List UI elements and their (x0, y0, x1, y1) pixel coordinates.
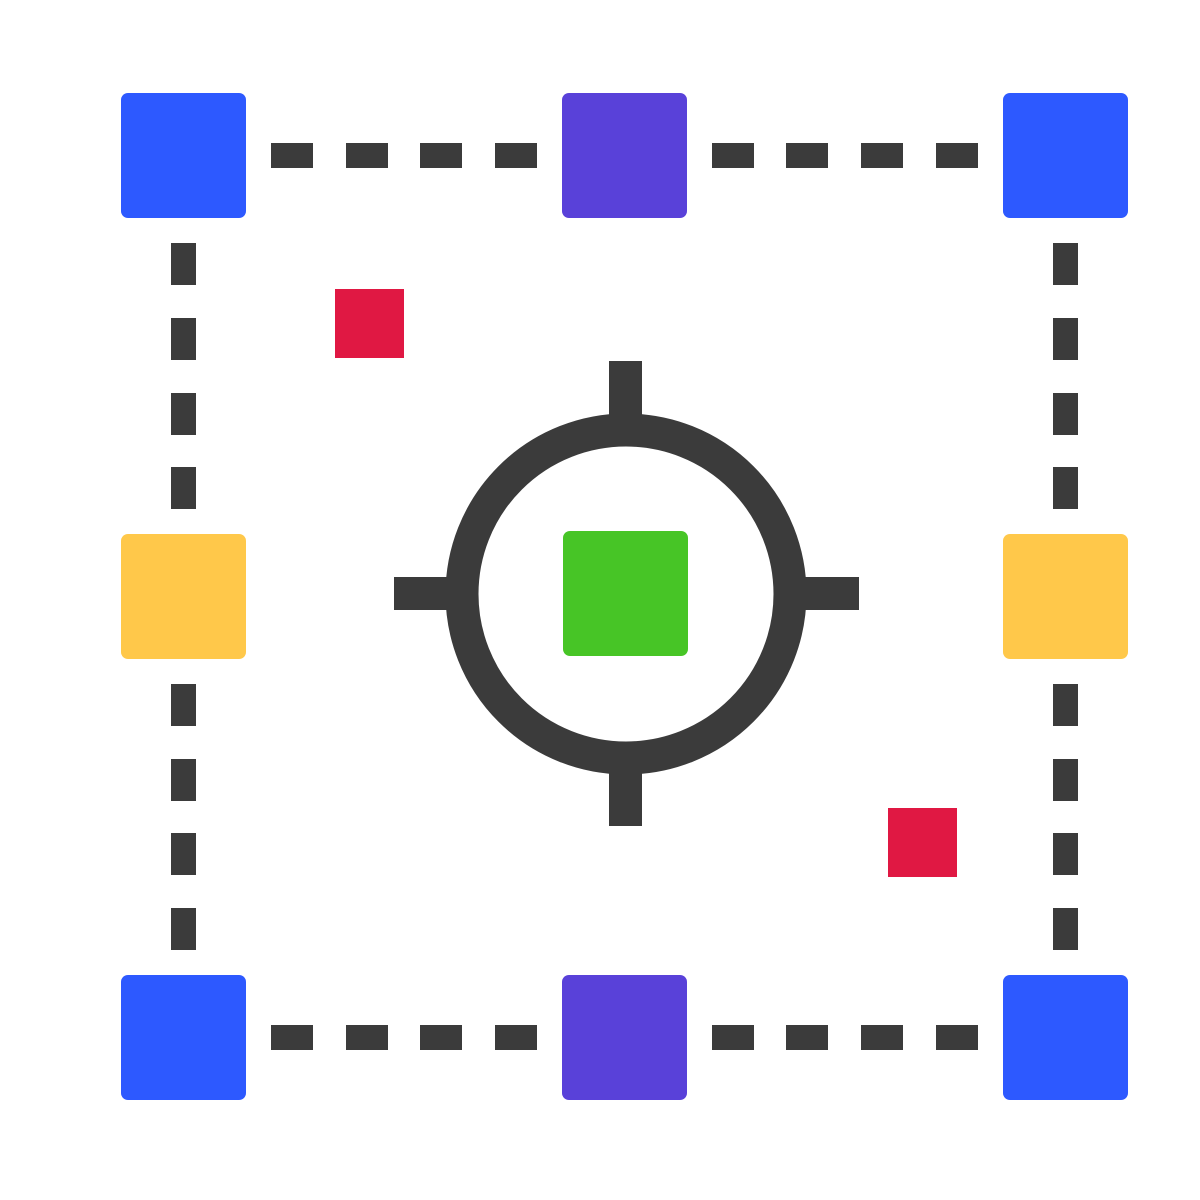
crosshair-tick-left (394, 577, 448, 610)
marker-square (888, 808, 957, 877)
frame-dash (171, 759, 196, 801)
frame-dash (495, 143, 537, 168)
frame-dash (786, 1025, 828, 1050)
frame-dash (712, 1025, 754, 1050)
edge-handle (562, 93, 687, 218)
frame-dash (495, 1025, 537, 1050)
corner-handle (121, 93, 246, 218)
frame-dash (171, 467, 196, 509)
handles (121, 93, 1128, 1100)
frame-dash (171, 833, 196, 875)
frame-dash (171, 393, 196, 435)
frame-dash (712, 143, 754, 168)
center-square (563, 531, 688, 656)
frame-dash (171, 243, 196, 285)
frame-dash (1053, 833, 1078, 875)
frame-dash (1053, 243, 1078, 285)
edge-handle (562, 975, 687, 1100)
frame-dash (861, 1025, 903, 1050)
frame-dash (1053, 908, 1078, 950)
frame-dash (420, 143, 462, 168)
frame-dash (936, 1025, 978, 1050)
frame-dash (1053, 393, 1078, 435)
crosshair-tick-top (609, 361, 642, 415)
frame-dash (346, 143, 388, 168)
corner-handle (1003, 93, 1128, 218)
frame-dash (936, 143, 978, 168)
frame-dash (1053, 318, 1078, 360)
frame-dash (346, 1025, 388, 1050)
frame-dash (171, 908, 196, 950)
corner-handle (121, 975, 246, 1100)
frame-dash (171, 684, 196, 726)
side-handle (1003, 534, 1128, 659)
frame-dash (1053, 759, 1078, 801)
frame-dash (1053, 467, 1078, 509)
frame-dash (271, 1025, 313, 1050)
frame-dash (861, 143, 903, 168)
crosshair-ring (445, 413, 807, 775)
crosshair-icon (394, 361, 859, 826)
frame-dash (1053, 684, 1078, 726)
side-handle (121, 534, 246, 659)
corner-handle (1003, 975, 1128, 1100)
dashed-frame (171, 143, 1078, 1050)
frame-dash (171, 318, 196, 360)
frame-dash (271, 143, 313, 168)
crosshair-tick-right (805, 577, 859, 610)
frame-dash (786, 143, 828, 168)
marker-square (335, 289, 404, 358)
crosshair-tick-bottom (609, 772, 642, 826)
frame-dash (420, 1025, 462, 1050)
